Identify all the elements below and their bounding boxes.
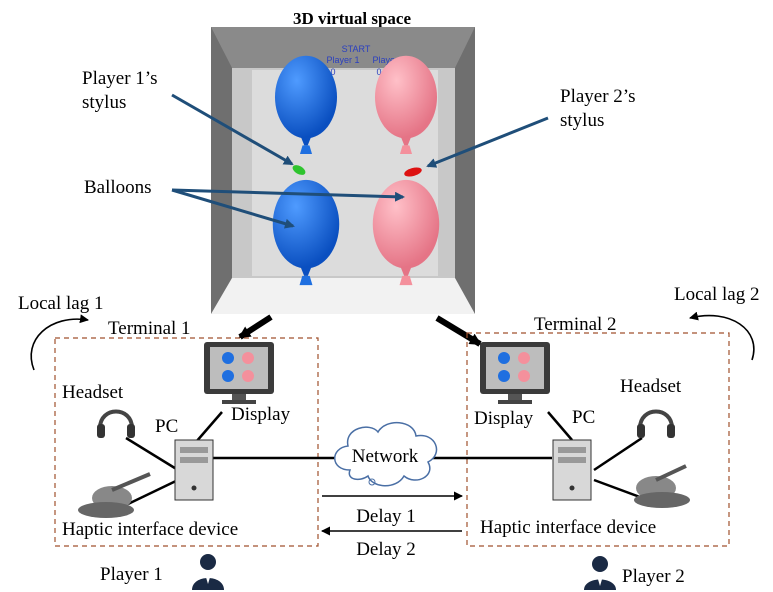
terminal-1-box xyxy=(54,337,319,547)
player1-stylus-icon xyxy=(292,165,306,175)
terminal-1-label: Terminal 1 xyxy=(108,318,191,339)
player1-stylus-arrow xyxy=(171,93,294,166)
player-1-icon xyxy=(192,554,224,590)
display-2-label: Display xyxy=(474,408,534,429)
player-2-icon xyxy=(584,556,616,590)
screen-score2-text: 0 xyxy=(376,67,381,77)
screen-score1-text: 0 xyxy=(330,67,335,77)
headset-2-label: Headset xyxy=(620,376,682,397)
pc-1-label: PC xyxy=(155,416,178,437)
virtual-space: 3D virtual space START Player 1 Player 2… xyxy=(211,9,475,314)
local-lag-2-label: Local lag 2 xyxy=(674,284,759,305)
space-to-terminal1-arrow xyxy=(238,314,273,340)
haptic-1-label: Haptic interface device xyxy=(62,519,238,540)
pc-1-icon xyxy=(174,439,214,501)
screen-player2-text: Player 2 xyxy=(372,55,405,65)
local-lag-1-arrow xyxy=(30,314,89,371)
room-floor xyxy=(211,278,475,314)
space-to-terminal2-arrow xyxy=(435,315,482,347)
local-lag-1-label: Local lag 1 xyxy=(18,293,103,314)
local-lag-1: Local lag 1 xyxy=(18,293,103,371)
balloons-arrow-right xyxy=(171,188,405,202)
player-2-label: Player 2 xyxy=(622,566,685,587)
haptic-1-icon xyxy=(78,472,151,518)
connections xyxy=(125,411,649,507)
terminal-2-label: Terminal 2 xyxy=(534,314,617,335)
delay-1-label: Delay 1 xyxy=(356,506,416,527)
network-label: Network xyxy=(352,446,419,467)
headset-1-label: Headset xyxy=(62,382,124,403)
player2-stylus-icon xyxy=(404,167,422,177)
display-2-icon xyxy=(480,342,550,404)
screen-player1-text: Player 1 xyxy=(326,55,359,65)
screen-start-text: START xyxy=(342,44,371,54)
balloons-arrow-left xyxy=(171,188,295,229)
haptic-2-icon xyxy=(634,464,690,508)
local-lag-2: Local lag 2 xyxy=(674,284,759,361)
room-left-wall xyxy=(211,27,232,314)
display-1-icon xyxy=(204,342,274,404)
haptic-2-label: Haptic interface device xyxy=(480,517,656,538)
headset-2-icon xyxy=(637,409,675,438)
player-1-label: Player 1 xyxy=(100,564,163,585)
virtual-space-title: 3D virtual space xyxy=(293,9,412,28)
headset-1-icon xyxy=(97,409,135,438)
room-right-wall xyxy=(455,27,475,314)
display-1-label: Display xyxy=(231,404,291,425)
delay-2-label: Delay 2 xyxy=(356,539,416,560)
pc-2-label: PC xyxy=(572,407,595,428)
network-cloud-icon xyxy=(334,422,438,487)
pc-2-icon xyxy=(552,439,592,501)
player2-stylus-arrow xyxy=(426,116,549,168)
local-lag-2-arrow xyxy=(689,311,755,361)
terminal-2-box xyxy=(466,332,730,547)
balloons-label: Balloons xyxy=(84,177,152,198)
